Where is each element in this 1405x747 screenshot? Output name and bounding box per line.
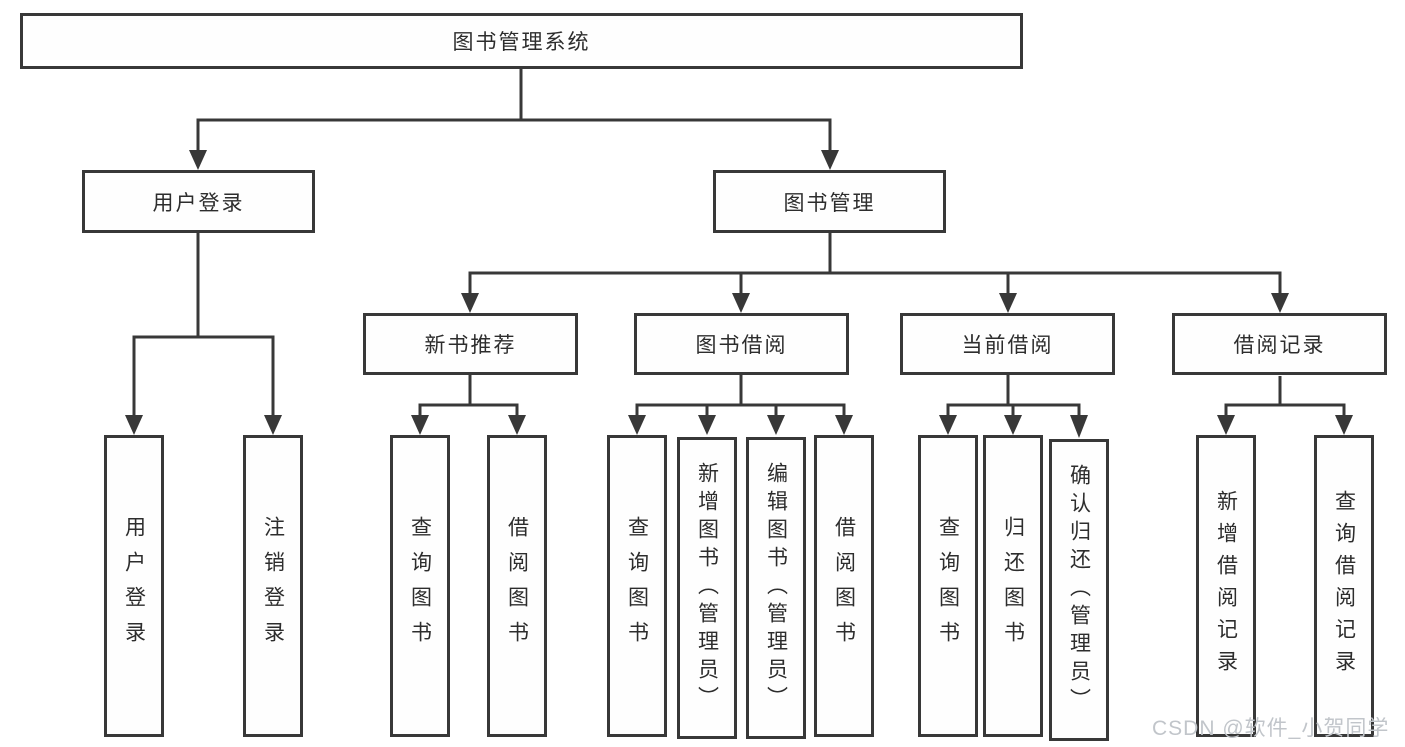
arrow-down-icon <box>125 415 143 435</box>
watermark: CSDN @软件_小贺同学 <box>1152 717 1390 740</box>
leaf-logout: 注销登录 <box>243 435 303 737</box>
leaf-query-books-borrow: 查询图书 <box>607 435 667 737</box>
arrow-down-icon <box>767 415 785 435</box>
connector-line <box>196 69 832 150</box>
leaf-return-book: 归还图书 <box>983 435 1043 737</box>
arrow-down-icon <box>939 415 957 435</box>
node-current-borrow: 当前借阅 <box>900 313 1115 375</box>
connector-line <box>418 375 519 415</box>
node-library-system-root: 图书管理系统 <box>20 13 1023 69</box>
node-book-borrow: 图书借阅 <box>634 313 849 375</box>
leaf-query-books-current: 查询图书 <box>918 435 978 737</box>
arrow-down-icon <box>1004 415 1022 435</box>
connector-line <box>635 375 846 415</box>
connector-line <box>1224 376 1346 415</box>
leaf-edit-book-admin: 编辑图书（管理员） <box>746 437 806 739</box>
arrow-down-icon <box>461 293 479 313</box>
arrow-down-icon <box>732 293 750 313</box>
arrow-down-icon <box>1271 293 1289 313</box>
arrow-down-icon <box>1217 415 1235 435</box>
arrow-down-icon <box>264 415 282 435</box>
connector-currentborrow-to-leaves <box>939 375 1088 438</box>
arrow-down-icon <box>1335 415 1353 435</box>
connector-bookborrow-to-leaves <box>628 375 853 435</box>
leaf-user-login: 用户登录 <box>104 435 164 737</box>
node-new-book-recommend: 新书推荐 <box>363 313 578 375</box>
connector-management-to-level3 <box>461 233 1289 313</box>
arrow-down-icon <box>999 293 1017 313</box>
connector-login-to-leaves <box>125 233 282 435</box>
arrow-down-icon <box>821 150 839 170</box>
arrow-down-icon <box>189 150 207 170</box>
leaf-add-book-admin: 新增图书（管理员） <box>677 437 737 739</box>
leaf-query-borrow-record: 查询借阅记录 <box>1314 435 1374 737</box>
connector-line <box>946 375 1081 415</box>
connector-line <box>132 233 275 415</box>
arrow-down-icon <box>1070 415 1088 438</box>
connector-root-to-level2 <box>189 69 839 170</box>
node-book-management: 图书管理 <box>713 170 946 233</box>
leaf-borrow-books: 借阅图书 <box>814 435 874 737</box>
node-user-login: 用户登录 <box>82 170 315 233</box>
leaf-query-books-recommend: 查询图书 <box>390 435 450 737</box>
arrow-down-icon <box>628 415 646 435</box>
leaf-confirm-return-admin: 确认归还（管理员） <box>1049 439 1109 741</box>
node-borrow-records: 借阅记录 <box>1172 313 1387 375</box>
leaf-borrow-books-recommend: 借阅图书 <box>487 435 547 737</box>
arrow-down-icon <box>835 415 853 435</box>
connector-newbook-to-leaves <box>411 375 526 435</box>
leaf-add-borrow-record: 新增借阅记录 <box>1196 435 1256 737</box>
connector-line <box>468 233 1282 293</box>
arrow-down-icon <box>508 415 526 435</box>
connector-records-to-leaves <box>1217 376 1353 435</box>
arrow-down-icon <box>411 415 429 435</box>
arrow-down-icon <box>698 415 716 435</box>
